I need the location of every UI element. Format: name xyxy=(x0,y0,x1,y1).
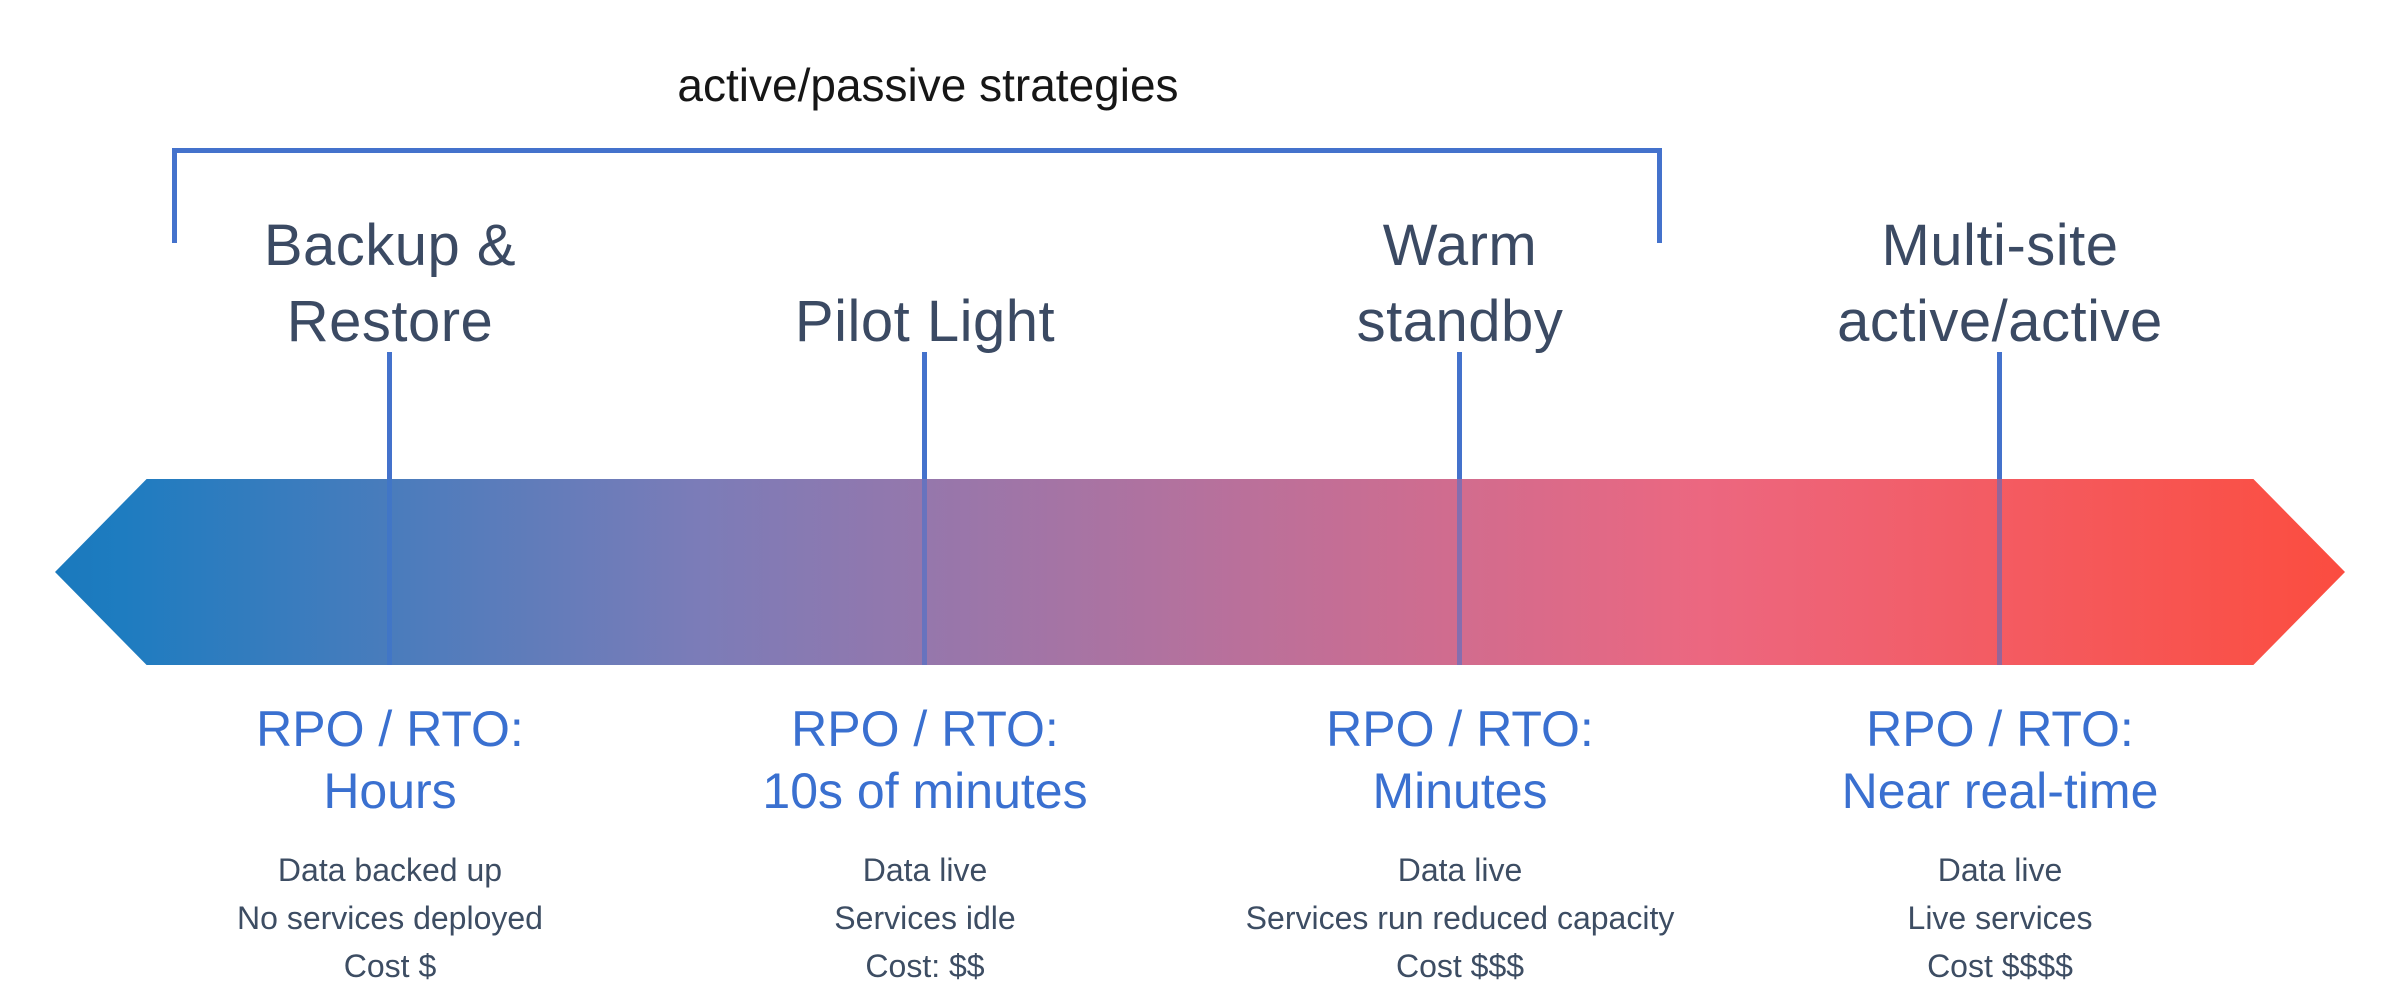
rpo-rto-block: RPO / RTO: Minutes xyxy=(1110,698,1810,822)
rpo-rto-value: Minutes xyxy=(1372,763,1548,819)
strategy-label-line: standby xyxy=(1356,289,1564,354)
detail-line: Data live xyxy=(1397,852,1523,888)
rpo-rto-label: RPO / RTO: xyxy=(1866,701,2134,757)
active-passive-bracket xyxy=(172,148,1662,243)
strategy-label-line: active/active xyxy=(1837,289,2163,354)
detail-line: Cost $ xyxy=(343,948,437,984)
connector-line-warm-standby xyxy=(1457,352,1462,479)
rpo-rto-value: Hours xyxy=(323,763,457,819)
connector-line-multi-site xyxy=(1997,352,2002,479)
strategy-label-line: Restore xyxy=(286,289,494,354)
connector-line-pilot-light xyxy=(922,352,927,479)
strategy-details: Data live Live services Cost $$$$ xyxy=(1650,846,2350,990)
connector-line-backup-restore-through xyxy=(387,479,392,665)
rpo-rto-block: RPO / RTO: 10s of minutes xyxy=(575,698,1275,822)
detail-line: Cost $$$$ xyxy=(1927,948,2073,984)
rpo-rto-block: RPO / RTO: Near real-time xyxy=(1650,698,2350,822)
detail-line: Data backed up xyxy=(277,852,503,888)
rpo-rto-label: RPO / RTO: xyxy=(1326,701,1594,757)
detail-line: Cost: $$ xyxy=(865,948,985,984)
rpo-rto-value: Near real-time xyxy=(1841,763,2159,819)
active-passive-strategies-title: active/passive strategies xyxy=(677,59,1179,111)
connector-line-multi-site-through xyxy=(1997,479,2002,665)
strategy-details: Data live Services run reduced capacity … xyxy=(1110,846,1810,990)
rpo-rto-label: RPO / RTO: xyxy=(791,701,1059,757)
detail-line: Data live xyxy=(1937,852,2063,888)
rpo-rto-block: RPO / RTO: Hours xyxy=(40,698,740,822)
strategy-details: Data backed up No services deployed Cost… xyxy=(40,846,740,990)
spectrum-gradient-arrow xyxy=(55,479,2345,665)
strategy-label-line: Multi-site xyxy=(1881,213,2119,278)
detail-line: Live services xyxy=(1907,900,2093,936)
connector-line-backup-restore xyxy=(387,352,392,479)
detail-line: Data live xyxy=(862,852,988,888)
detail-line: Cost $$$ xyxy=(1395,948,1525,984)
strategy-details: Data live Services idle Cost: $$ xyxy=(575,846,1275,990)
strategy-label: Multi-site active/active xyxy=(1650,170,2350,360)
connector-line-pilot-light-through xyxy=(922,479,927,665)
rpo-rto-label: RPO / RTO: xyxy=(256,701,524,757)
detail-line: Services idle xyxy=(834,900,1016,936)
detail-line: Services run reduced capacity xyxy=(1245,900,1675,936)
rpo-rto-value: 10s of minutes xyxy=(762,763,1088,819)
strategy-label-line: Pilot Light xyxy=(794,289,1056,354)
connector-line-warm-standby-through xyxy=(1457,479,1462,665)
detail-line: No services deployed xyxy=(237,900,543,936)
